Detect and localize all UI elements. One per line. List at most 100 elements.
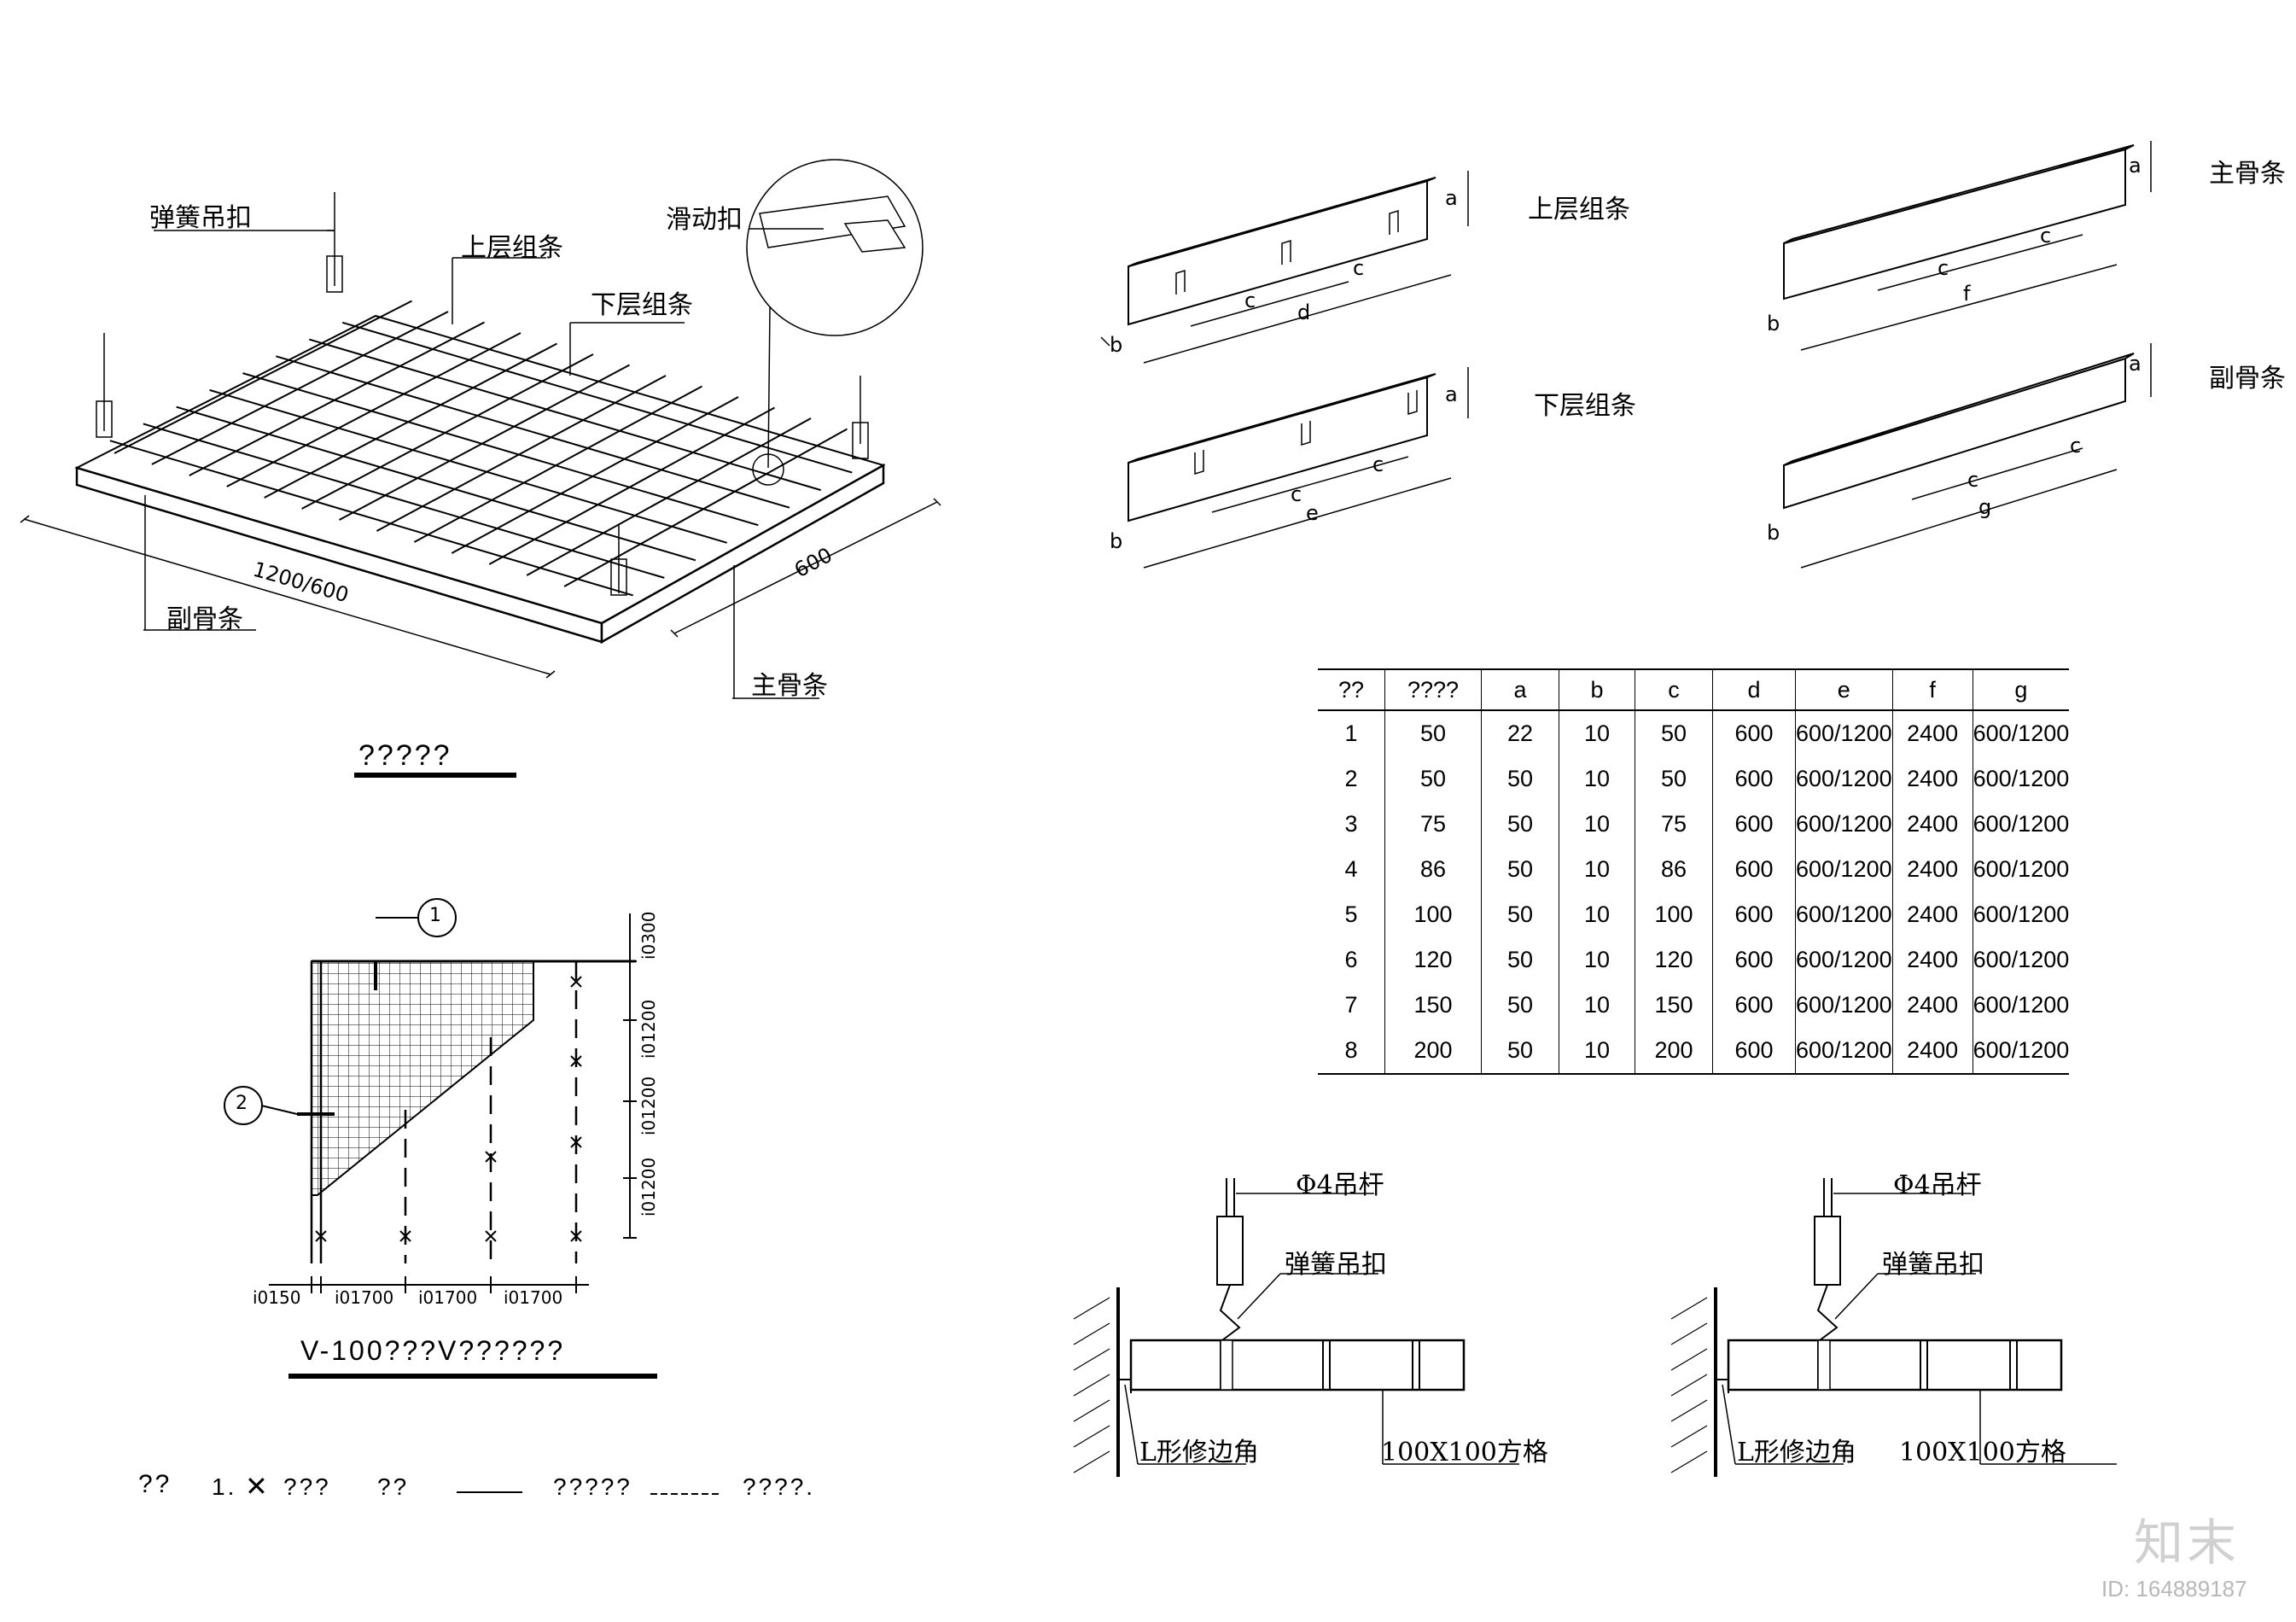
table-cell: 600/1200	[1795, 802, 1893, 847]
dim-a-sub: a	[2129, 352, 2142, 376]
dim-c-upper-1: c	[1244, 289, 1256, 312]
dim-h-0: i0150	[253, 1287, 301, 1308]
dim-f: f	[1963, 282, 1971, 306]
table-cell: 600	[1712, 1028, 1796, 1075]
col-header: ????	[1384, 668, 1482, 711]
table-cell: 2400	[1891, 1028, 1973, 1075]
table-cell: 600/1200	[1795, 756, 1893, 802]
table-cell: 100	[1384, 892, 1482, 937]
dim-c-lower-2: c	[1372, 452, 1384, 476]
table-cell: 600	[1712, 983, 1796, 1028]
table-cell: 50	[1481, 892, 1559, 937]
table-cell: 50	[1481, 756, 1559, 802]
col-header: a	[1481, 668, 1559, 711]
table-cell: 100	[1635, 892, 1713, 937]
table-cell: 600	[1712, 847, 1796, 892]
table-cell: 50	[1384, 710, 1482, 756]
main-keel-title: 主骨条	[2209, 159, 2286, 189]
table-cell: 600/1200	[1795, 1028, 1893, 1075]
upper-grid-label: 上层组条	[461, 233, 563, 263]
dim-d: d	[1297, 300, 1311, 324]
legend-item3-text: ?????	[553, 1473, 632, 1500]
table-cell: 600/1200	[1972, 710, 2070, 756]
dim-c-main-2: c	[2040, 224, 2052, 248]
detail-circle-1: 1	[429, 905, 441, 926]
table-cell: 7	[1344, 992, 1358, 1018]
edge-label-2: L形修边角	[1737, 1438, 1856, 1467]
spring-clip-label: 弹簧吊扣	[149, 203, 252, 233]
table-cell: 600	[1712, 710, 1796, 756]
table-cell: 50	[1481, 1028, 1559, 1075]
table-cell: 86	[1635, 847, 1713, 892]
table-cell: 600/1200	[1795, 710, 1893, 756]
table-cell: 50	[1635, 756, 1713, 802]
rod-label-1: Φ4吊杆	[1296, 1170, 1384, 1200]
table-cell: 2400	[1891, 847, 1973, 892]
table-cell: 10	[1559, 847, 1635, 892]
table-cell: 50	[1481, 802, 1559, 847]
dim-a-upper: a	[1445, 186, 1458, 210]
table-cell: 50	[1481, 937, 1559, 983]
table-cell: 600/1200	[1972, 802, 2070, 847]
dim-c-sub-2: c	[2070, 434, 2082, 458]
table-cell: 75	[1635, 802, 1713, 847]
table-cell: 2400	[1891, 802, 1973, 847]
table-cell: 10	[1559, 710, 1635, 756]
legend-item1-text: ???	[283, 1473, 331, 1500]
table-cell: 86	[1384, 847, 1482, 892]
table-cell: 2400	[1891, 710, 1973, 756]
table-cell: 50	[1635, 710, 1713, 756]
sub-keel-label: 副骨条	[166, 604, 243, 634]
dim-c-lower-1: c	[1291, 482, 1302, 506]
table-cell: 75	[1384, 802, 1482, 847]
table-cell: 10	[1559, 983, 1635, 1028]
table-cell: 50	[1481, 847, 1559, 892]
table-cell: 5	[1344, 901, 1358, 927]
table-cell: 600/1200	[1972, 937, 2070, 983]
dim-h-1: i01700	[335, 1287, 394, 1308]
table-cell: 1	[1344, 721, 1358, 746]
table-cell: 600/1200	[1972, 756, 2070, 802]
rod-label-2: Φ4吊杆	[1893, 1170, 1982, 1200]
dim-b-upper: b	[1110, 333, 1123, 357]
lower-grid-label: 下层组条	[591, 290, 693, 320]
table-cell: 3	[1344, 811, 1358, 837]
plan-view-title: V-100???V??????	[300, 1335, 566, 1366]
dim-a-lower: a	[1445, 382, 1458, 406]
table-cell: 600/1200	[1795, 892, 1893, 937]
grid-label-1: 100X100方格	[1381, 1438, 1548, 1467]
col-header: ??	[1318, 668, 1385, 711]
lower-grid-title: 下层组条	[1534, 391, 1636, 421]
table-cell: 600/1200	[1972, 892, 2070, 937]
table-cell: 50	[1481, 983, 1559, 1028]
dim-c-sub-1: c	[1967, 468, 1979, 492]
col-header: g	[1972, 668, 2070, 711]
table-cell: 600	[1712, 892, 1796, 937]
table-cell: 4	[1344, 856, 1358, 882]
watermark-brand: 知末	[2134, 1514, 2241, 1572]
table-cell: 150	[1635, 983, 1713, 1028]
legend-label: ??	[138, 1470, 172, 1498]
dim-c-main-1: c	[1938, 256, 1949, 280]
dim-b-sub: b	[1767, 521, 1780, 545]
table-cell: 8	[1318, 1028, 1385, 1075]
table-cell: 22	[1481, 710, 1559, 756]
table-cell: 2400	[1891, 892, 1973, 937]
table-cell: 2400	[1891, 756, 1973, 802]
dim-g: g	[1978, 495, 1992, 519]
table-cell: 600	[1712, 937, 1796, 983]
col-header: e	[1795, 668, 1893, 711]
dim-e: e	[1306, 501, 1319, 525]
table-cell: 6	[1344, 947, 1358, 972]
main-keel-label: 主骨条	[751, 671, 828, 701]
dim-b-main: b	[1767, 312, 1780, 335]
table-cell: 50	[1384, 756, 1482, 802]
upper-grid-title: 上层组条	[1528, 195, 1630, 225]
table-cell: 120	[1384, 937, 1482, 983]
